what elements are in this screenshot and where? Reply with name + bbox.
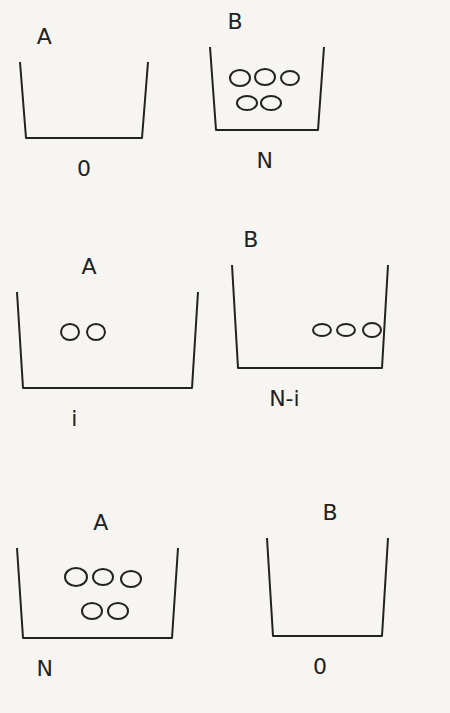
bucket-path bbox=[20, 62, 148, 138]
ball bbox=[61, 324, 79, 340]
bucket-name: B bbox=[228, 11, 243, 33]
ball bbox=[82, 603, 102, 619]
bucket-name: A bbox=[93, 512, 108, 534]
bucket-path bbox=[17, 548, 178, 638]
ball-count: N bbox=[36, 658, 52, 680]
bucket: AN bbox=[15, 548, 180, 640]
ball-count: i bbox=[71, 408, 77, 430]
ball bbox=[313, 324, 331, 336]
ball bbox=[230, 70, 250, 86]
ball bbox=[121, 571, 141, 587]
bucket-name: A bbox=[81, 256, 96, 278]
bucket-path bbox=[210, 47, 324, 130]
bucket: Ai bbox=[15, 292, 200, 390]
bucket: BN-i bbox=[230, 265, 390, 370]
bucket-path bbox=[232, 265, 388, 368]
bucket-name: A bbox=[37, 26, 52, 48]
bucket-name: B bbox=[243, 229, 258, 251]
ball-count: 0 bbox=[313, 656, 327, 678]
ball bbox=[281, 71, 299, 85]
ball-count: N bbox=[256, 150, 272, 172]
ball bbox=[337, 324, 355, 336]
bucket-path bbox=[17, 292, 198, 388]
bucket: A0 bbox=[18, 62, 150, 140]
bucket-outline bbox=[18, 62, 150, 140]
bucket-outline bbox=[15, 548, 180, 640]
ball bbox=[255, 69, 275, 85]
bucket-outline bbox=[15, 292, 200, 390]
ball bbox=[363, 323, 381, 337]
bucket-outline bbox=[230, 265, 390, 370]
bucket: BN bbox=[208, 47, 326, 132]
bucket: B0 bbox=[265, 538, 390, 638]
bucket-path bbox=[267, 538, 388, 636]
bucket-outline bbox=[265, 538, 390, 638]
ball-count: N-i bbox=[269, 388, 300, 410]
ball bbox=[87, 324, 105, 340]
ball bbox=[93, 569, 113, 585]
ball bbox=[237, 96, 257, 110]
ball bbox=[65, 568, 87, 586]
bucket-name: B bbox=[322, 502, 337, 524]
ball bbox=[261, 96, 281, 110]
bucket-outline bbox=[208, 47, 326, 132]
ball bbox=[108, 603, 128, 619]
ball-count: 0 bbox=[77, 158, 91, 180]
